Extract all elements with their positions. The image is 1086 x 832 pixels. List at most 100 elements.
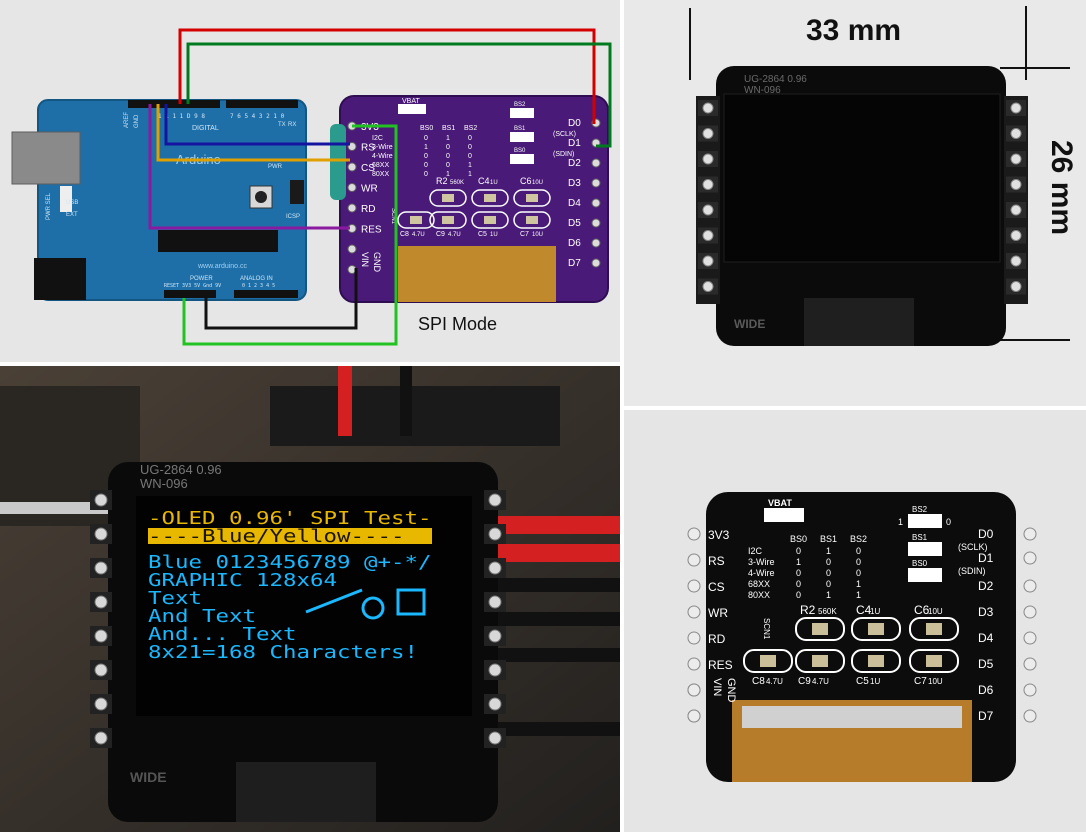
oled-screen	[723, 93, 1001, 263]
pwr-label: PWR	[268, 164, 283, 170]
live-pin-headers	[90, 490, 506, 748]
component-label: C9	[436, 231, 445, 238]
pin-hole	[488, 731, 502, 745]
back-pin-label-d4: D4	[978, 631, 994, 645]
back-table-cell: 1	[856, 579, 861, 589]
back-pin-label-cs: CS	[708, 580, 725, 594]
live-demo-photo: UG-2864 0.96 WN-096 -OLED 0.96' SPI Test…	[0, 366, 620, 832]
gnd-label: GND	[134, 114, 140, 128]
wires	[148, 28, 612, 346]
back-table-cell: 4-Wire	[748, 568, 775, 578]
component-outline	[471, 189, 509, 207]
back-table-cell: 0	[856, 568, 861, 578]
component-outline	[397, 211, 435, 229]
pin-hole	[1010, 230, 1022, 241]
table-cell: 0	[424, 162, 428, 169]
back-table-cell: 3-Wire	[748, 557, 775, 567]
back-table-cell: 80XX	[748, 590, 770, 600]
power-jack	[34, 258, 86, 300]
back-smd-component	[812, 655, 828, 667]
width-dimension-label: 33 mm	[806, 14, 901, 47]
back-bs0-label: BS0	[912, 559, 928, 568]
red-jumper-wire	[338, 366, 352, 436]
pin-hole	[94, 697, 108, 711]
back-component-label: 1U	[870, 607, 880, 616]
front-pin-headers	[698, 100, 1026, 295]
dark-green-wire	[186, 42, 612, 148]
back-component-label: C7	[914, 676, 927, 687]
back-smd-component	[926, 623, 942, 635]
pin-hole	[1023, 527, 1037, 541]
table-cell: I2C	[372, 135, 383, 142]
back-table-cell: 0	[796, 579, 801, 589]
table-cell: 68XX	[372, 162, 389, 169]
back-table-cell: 0	[796, 568, 801, 578]
back-component-label: C4	[856, 603, 872, 617]
flex-cable	[398, 246, 556, 302]
pin-hole	[591, 178, 601, 188]
oled-line-7: And... Text	[148, 624, 297, 645]
pin-label-sdin: (SDIN)	[553, 151, 574, 158]
back-component-label: 1U	[870, 677, 880, 686]
pin-hole	[94, 527, 108, 541]
table-cell: 80XX	[372, 171, 389, 178]
back-component-label: R2	[800, 603, 816, 617]
pin-hole	[488, 697, 502, 711]
smd-component	[526, 194, 538, 202]
power-label: POWER	[190, 276, 213, 282]
front-view: 33 mm 26 mm UG-2864 0.96 WN-096 WIDE	[689, 6, 1078, 346]
component-outline	[513, 189, 551, 207]
pin-hole	[687, 527, 701, 541]
back-component-label: 560K	[818, 607, 837, 616]
back-one-label: 1	[898, 517, 903, 527]
red-wire	[178, 28, 596, 124]
pin-hole	[1023, 657, 1037, 671]
component-label: 560K	[450, 180, 464, 186]
table-cell: 1	[468, 162, 472, 169]
back-smd-component	[868, 623, 884, 635]
bs2-label: BS2	[514, 102, 526, 108]
vbat-label: VBAT	[402, 98, 420, 105]
analog-label: ANALOG IN	[240, 276, 273, 282]
pin-hole	[1010, 102, 1022, 114]
back-smd-component	[812, 623, 828, 635]
analog-pins-label: 0 1 2 3 4 5	[242, 283, 275, 289]
pin-hole	[488, 561, 502, 575]
scn-label: SCN1	[390, 208, 396, 225]
back-component-label: C9	[798, 676, 811, 687]
component-label: 10U	[532, 180, 543, 186]
component-outline	[429, 189, 467, 207]
smd-component	[484, 216, 496, 224]
pin-label-d1: D1	[568, 138, 581, 149]
back-pin-label-d6: D6	[978, 683, 994, 697]
tx-label: TX	[278, 122, 286, 128]
pin-hole	[94, 595, 108, 609]
back-table-head-bs1: BS1	[820, 534, 837, 544]
black-wire	[204, 268, 358, 330]
oled-line-1: -OLED 0.96' SPI Test-	[148, 508, 432, 529]
back-table-cell: 0	[796, 546, 801, 556]
pin-hole	[591, 218, 601, 228]
model-sub-label: WN-096	[744, 85, 781, 96]
pin-label-d5: D5	[568, 218, 581, 229]
table-cell: 0	[424, 153, 428, 160]
table-cell: 0	[424, 135, 428, 142]
pin-label-rs: RS	[361, 143, 375, 154]
wide-label: WIDE	[734, 317, 765, 331]
back-smd-component	[868, 655, 884, 667]
back-zero-label: 0	[946, 517, 951, 527]
light-green-wire	[182, 124, 398, 346]
table-cell: 0	[424, 171, 428, 178]
table-cell: 3-Wire	[372, 144, 393, 151]
pin-hole	[1023, 551, 1037, 565]
component-label: C5	[478, 231, 487, 238]
component-label: C4	[478, 176, 490, 186]
bs1-label: BS1	[514, 126, 526, 132]
back-table-cell: 0	[826, 568, 831, 578]
table-cell: 4-Wire	[372, 153, 393, 160]
